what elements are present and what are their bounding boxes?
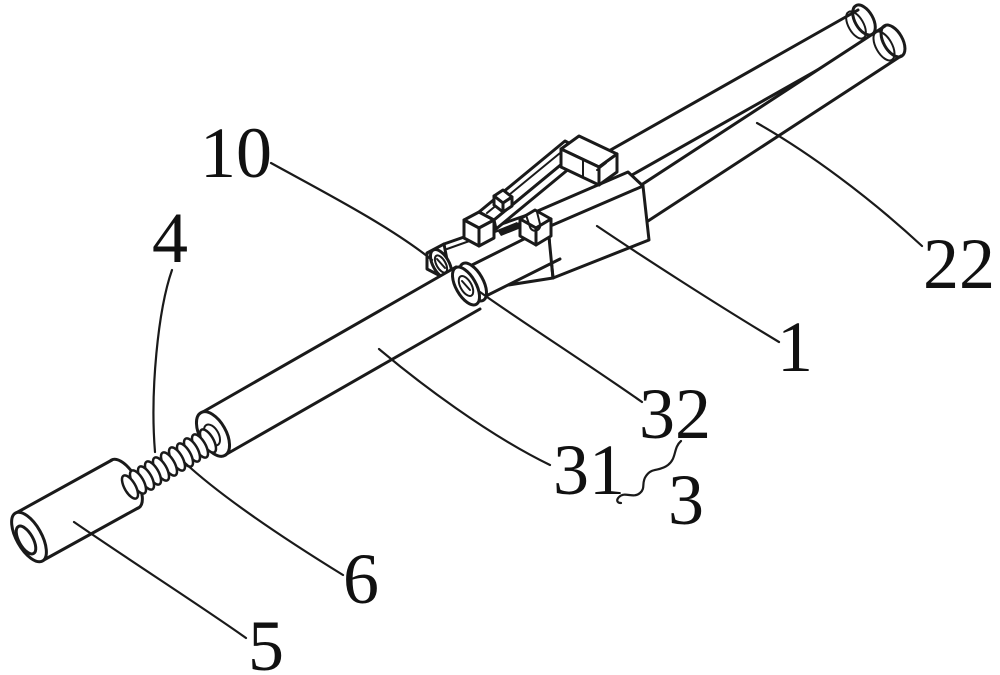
coil-spring [120,428,218,500]
figure-label-3: 3 [668,460,704,540]
figure-label-6: 6 [343,539,379,619]
figure-label-10: 10 [200,113,272,193]
u-channel [518,208,553,247]
leader-line-1 [595,224,781,344]
leader-line-4 [152,268,174,454]
leader-line-31 [377,347,552,467]
leader-line-32 [478,290,644,404]
figure-label-22: 22 [923,224,995,304]
leader-line-10 [269,161,434,262]
figure-label-1: 1 [777,307,813,387]
figure-label-31: 31 [553,430,625,510]
leader-line-5 [72,520,248,640]
group-brace-3 [616,439,683,505]
leader-line-22 [755,121,924,248]
leader-line-6 [182,460,345,577]
figure-label-4: 4 [152,198,188,278]
end-cap [10,457,144,564]
sleeve-barrel [194,265,482,458]
latch-lever [462,134,619,248]
figure-label-5: 5 [248,606,284,675]
cable-tube-front [630,23,907,223]
figure-label-32: 32 [639,374,711,454]
